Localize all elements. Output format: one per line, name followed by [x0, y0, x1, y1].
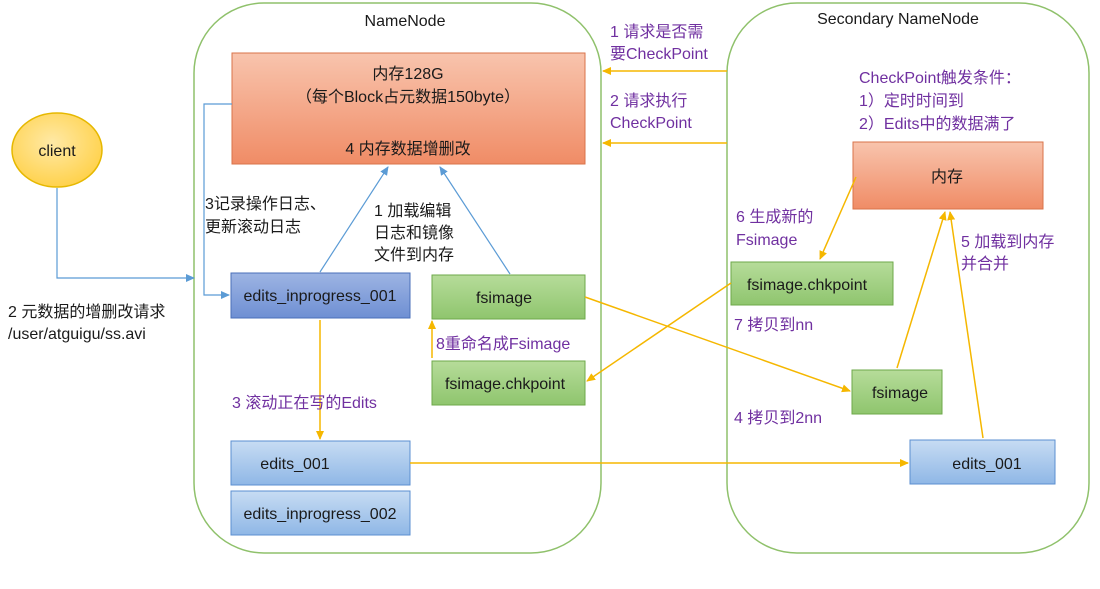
snn-fsimage-box [851, 369, 943, 415]
label-load-2: 日志和镜像 [374, 223, 454, 242]
nn-edits-inprogress-001-label: edits_inprogress_001 [244, 288, 397, 305]
nn-fsimage-chkpoint-label: fsimage.chkpoint [445, 376, 566, 393]
label-trigger-title: CheckPoint触发条件： [859, 69, 1021, 87]
arrow-generate-fsimage [819, 176, 857, 260]
label-client-request-2: /user/atguigu/ss.avi [8, 326, 146, 343]
nn-fsimage-box [431, 274, 586, 320]
client-node [11, 112, 103, 188]
label-load-merge-1: 5 加载到内存 [961, 233, 1054, 251]
label-req-checkpoint-2: 要CheckPoint [610, 45, 708, 63]
label-log-2: 更新滚动日志 [205, 218, 301, 236]
label-gen-fsimage-1: 6 生成新的 [736, 208, 813, 226]
nn-edits-001-box [230, 440, 411, 486]
arrow-fsimage-copy-to-2nn [584, 296, 851, 393]
snn-fsimage-chkpoint-label: fsimage.chkpoint [747, 277, 868, 294]
snn-memory-box [852, 141, 1044, 210]
label-exec-checkpoint-1: 2 请求执行 [610, 92, 687, 110]
label-copy-to-2nn: 4 拷贝到2nn [734, 409, 822, 427]
nn-fsimage-chkpoint-box [431, 360, 586, 406]
nn-memory-line1: 内存128G [372, 65, 443, 83]
label-gen-fsimage-2: Fsimage [736, 232, 797, 249]
label-exec-checkpoint-2: CheckPoint [610, 115, 692, 132]
arrow-chkpoint-copy-to-nn [586, 282, 732, 382]
snn-edits-001-label: edits_001 [952, 456, 1021, 473]
arrow-fsimage-load-to-memory [439, 166, 511, 275]
secondary-namenode-title: Secondary NameNode [817, 11, 979, 28]
client-label: client [38, 143, 76, 160]
label-copy-to-nn: 7 拷贝到nn [734, 316, 813, 334]
snn-fsimage-label: fsimage [872, 385, 928, 402]
arrow-edits-load-to-memory [319, 166, 389, 273]
arrow-fsimage-load-to-snn-memory [896, 211, 947, 369]
label-roll-edits: 3 滚动正在写的Edits [232, 394, 377, 412]
label-rename: 8重命名成Fsimage [436, 335, 570, 353]
nn-fsimage-label: fsimage [476, 290, 532, 307]
arrow-memory-to-edits-log [203, 103, 232, 299]
namenode-title: NameNode [365, 13, 446, 30]
label-req-checkpoint-1: 1 请求是否需 [610, 23, 703, 41]
nn-memory-line3: 4 内存数据增删改 [345, 140, 470, 158]
snn-fsimage-chkpoint-box [730, 261, 894, 306]
nn-edits-inprogress-002-label: edits_inprogress_002 [244, 506, 397, 523]
snn-memory-label: 内存 [931, 168, 963, 186]
label-log-1: 3记录操作日志、 [205, 195, 326, 213]
nn-memory-box [231, 52, 586, 165]
snn-edits-001-box [909, 439, 1056, 485]
arrow-edits-load-to-snn-memory [947, 211, 984, 439]
label-load-3: 文件到内存 [374, 246, 454, 264]
label-trigger-2: 2）Edits中的数据满了 [859, 115, 1015, 133]
arrow-client-to-nn [56, 188, 195, 282]
label-load-1: 1 加载编辑 [374, 202, 451, 220]
nn-edits-inprogress-002-box [230, 490, 411, 536]
nn-edits-001-label: edits_001 [260, 456, 329, 473]
nn-edits-inprogress-001-box [230, 272, 411, 319]
secondary-namenode-container [726, 2, 1090, 554]
label-trigger-1: 1）定时时间到 [859, 92, 964, 110]
label-client-request-1: 2 元数据的增删改请求 [8, 303, 165, 321]
label-load-merge-2: 并合并 [961, 255, 1009, 273]
nn-memory-line2: （每个Block占元数据150byte） [296, 88, 520, 106]
